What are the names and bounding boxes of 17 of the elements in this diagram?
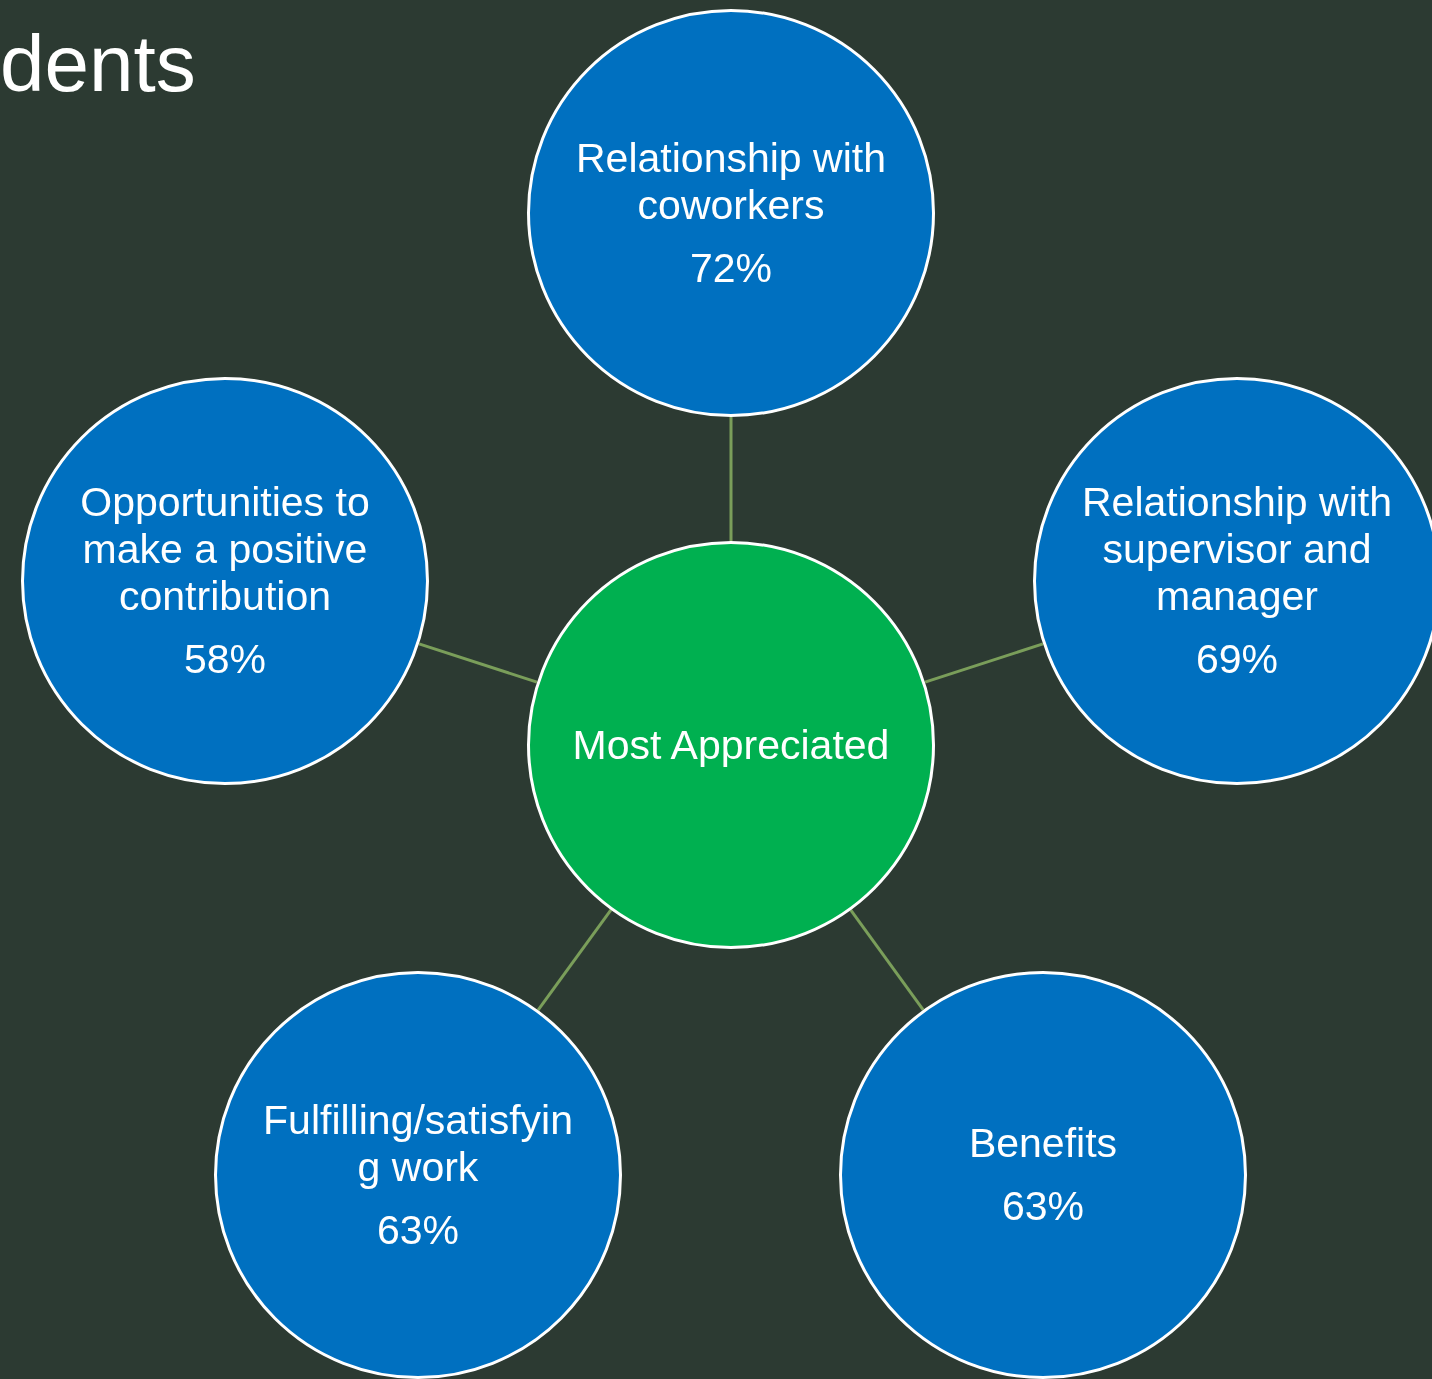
- topic-label: Benefits: [968, 1120, 1118, 1167]
- percentage-value: 72%: [689, 244, 773, 292]
- topic-label: Relationship with coworkers: [575, 134, 887, 229]
- percentage-value: 69%: [1195, 636, 1279, 683]
- connector-line: [729, 417, 733, 541]
- connector-line: [418, 642, 538, 684]
- topic-label: Most Appreciated: [572, 721, 890, 769]
- topic-label: Fulfilling/satisfying work: [262, 1096, 574, 1191]
- connector-line: [536, 909, 613, 1011]
- topic-label: Relationship with supervisor and manager: [1081, 479, 1393, 620]
- connector-line: [849, 909, 925, 1011]
- percentage-value: 58%: [183, 636, 267, 683]
- slide-title: dents: [0, 24, 196, 104]
- topic-label: Opportunities to make a positive contribution: [79, 479, 371, 620]
- percentage-value: 63%: [376, 1206, 460, 1254]
- connector-line: [924, 642, 1044, 684]
- percentage-value: 63%: [1001, 1183, 1085, 1230]
